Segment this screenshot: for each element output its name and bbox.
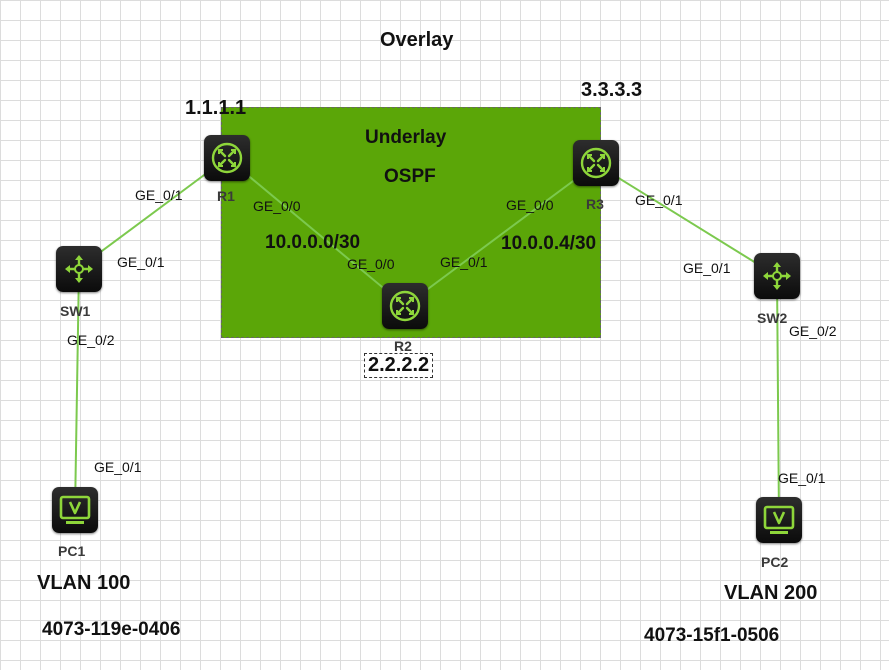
link-r1-r2[interactable] — [226, 157, 406, 307]
sw2-name: SW2 — [757, 310, 788, 326]
pc-icon — [59, 495, 91, 524]
r1-ip-label: 1.1.1.1 — [185, 97, 247, 119]
link-r1-sw1[interactable] — [78, 157, 228, 269]
switch-icon — [763, 262, 791, 290]
pc-pc2[interactable] — [756, 497, 802, 543]
port-label-r2-r1: GE_0/0 — [347, 256, 395, 272]
switch-sw2[interactable] — [754, 253, 800, 299]
port-label-sw2-pc2: GE_0/2 — [789, 323, 837, 339]
switch-icon — [65, 255, 93, 283]
port-label-pc1-sw1: GE_0/1 — [94, 459, 142, 475]
link-r2-r3[interactable] — [404, 163, 597, 307]
router-icon — [211, 142, 243, 174]
pc-icon — [763, 505, 795, 534]
underlay-label: Underlay — [365, 127, 447, 148]
port-label-pc2-sw2: GE_0/1 — [778, 470, 826, 486]
pc1-vlan-label: VLAN 100 — [37, 572, 131, 594]
overlay-label: Overlay — [380, 29, 454, 51]
router-r2[interactable] — [382, 283, 428, 329]
pc2-vlan-label: VLAN 200 — [724, 582, 818, 604]
port-label-sw2-r3: GE_0/1 — [683, 260, 731, 276]
port-label-r3-sw2: GE_0/1 — [635, 192, 683, 208]
pc-pc1[interactable] — [52, 487, 98, 533]
sw1-name: SW1 — [60, 303, 91, 319]
router-r1[interactable] — [204, 135, 250, 181]
pc1-mac-label: 4073-119e-0406 — [42, 619, 181, 640]
r3-name: R3 — [586, 196, 604, 212]
ospf-label: OSPF — [384, 166, 436, 187]
router-r3[interactable] — [573, 140, 619, 186]
pc2-name: PC2 — [761, 554, 789, 570]
link-sw2-pc2[interactable] — [776, 275, 780, 521]
subnet-r2-r3-label: 10.0.0.4/30 — [501, 233, 597, 254]
port-label-r1-r2: GE_0/0 — [253, 198, 301, 214]
switch-sw1[interactable] — [56, 246, 102, 292]
router-icon — [389, 290, 421, 322]
pc2-mac-label: 4073-15f1-0506 — [644, 625, 780, 646]
link-sw1-pc1[interactable] — [74, 267, 80, 513]
r2-name: R2 — [394, 338, 412, 354]
port-label-sw1-pc1: GE_0/2 — [67, 332, 115, 348]
r2-ip-label: 2.2.2.2 — [364, 353, 434, 378]
r1-name: R1 — [217, 188, 235, 204]
port-label-sw1-r1: GE_0/1 — [117, 254, 165, 270]
port-label-r1-sw1: GE_0/1 — [135, 187, 183, 203]
link-r3-sw2[interactable] — [595, 163, 778, 277]
subnet-r1-r2-label: 10.0.0.0/30 — [265, 232, 361, 253]
port-label-r2-r3: GE_0/1 — [440, 254, 488, 270]
router-icon — [580, 147, 612, 179]
r3-ip-label: 3.3.3.3 — [581, 79, 643, 101]
pc1-name: PC1 — [58, 543, 86, 559]
port-label-r3-r2: GE_0/0 — [506, 197, 554, 213]
